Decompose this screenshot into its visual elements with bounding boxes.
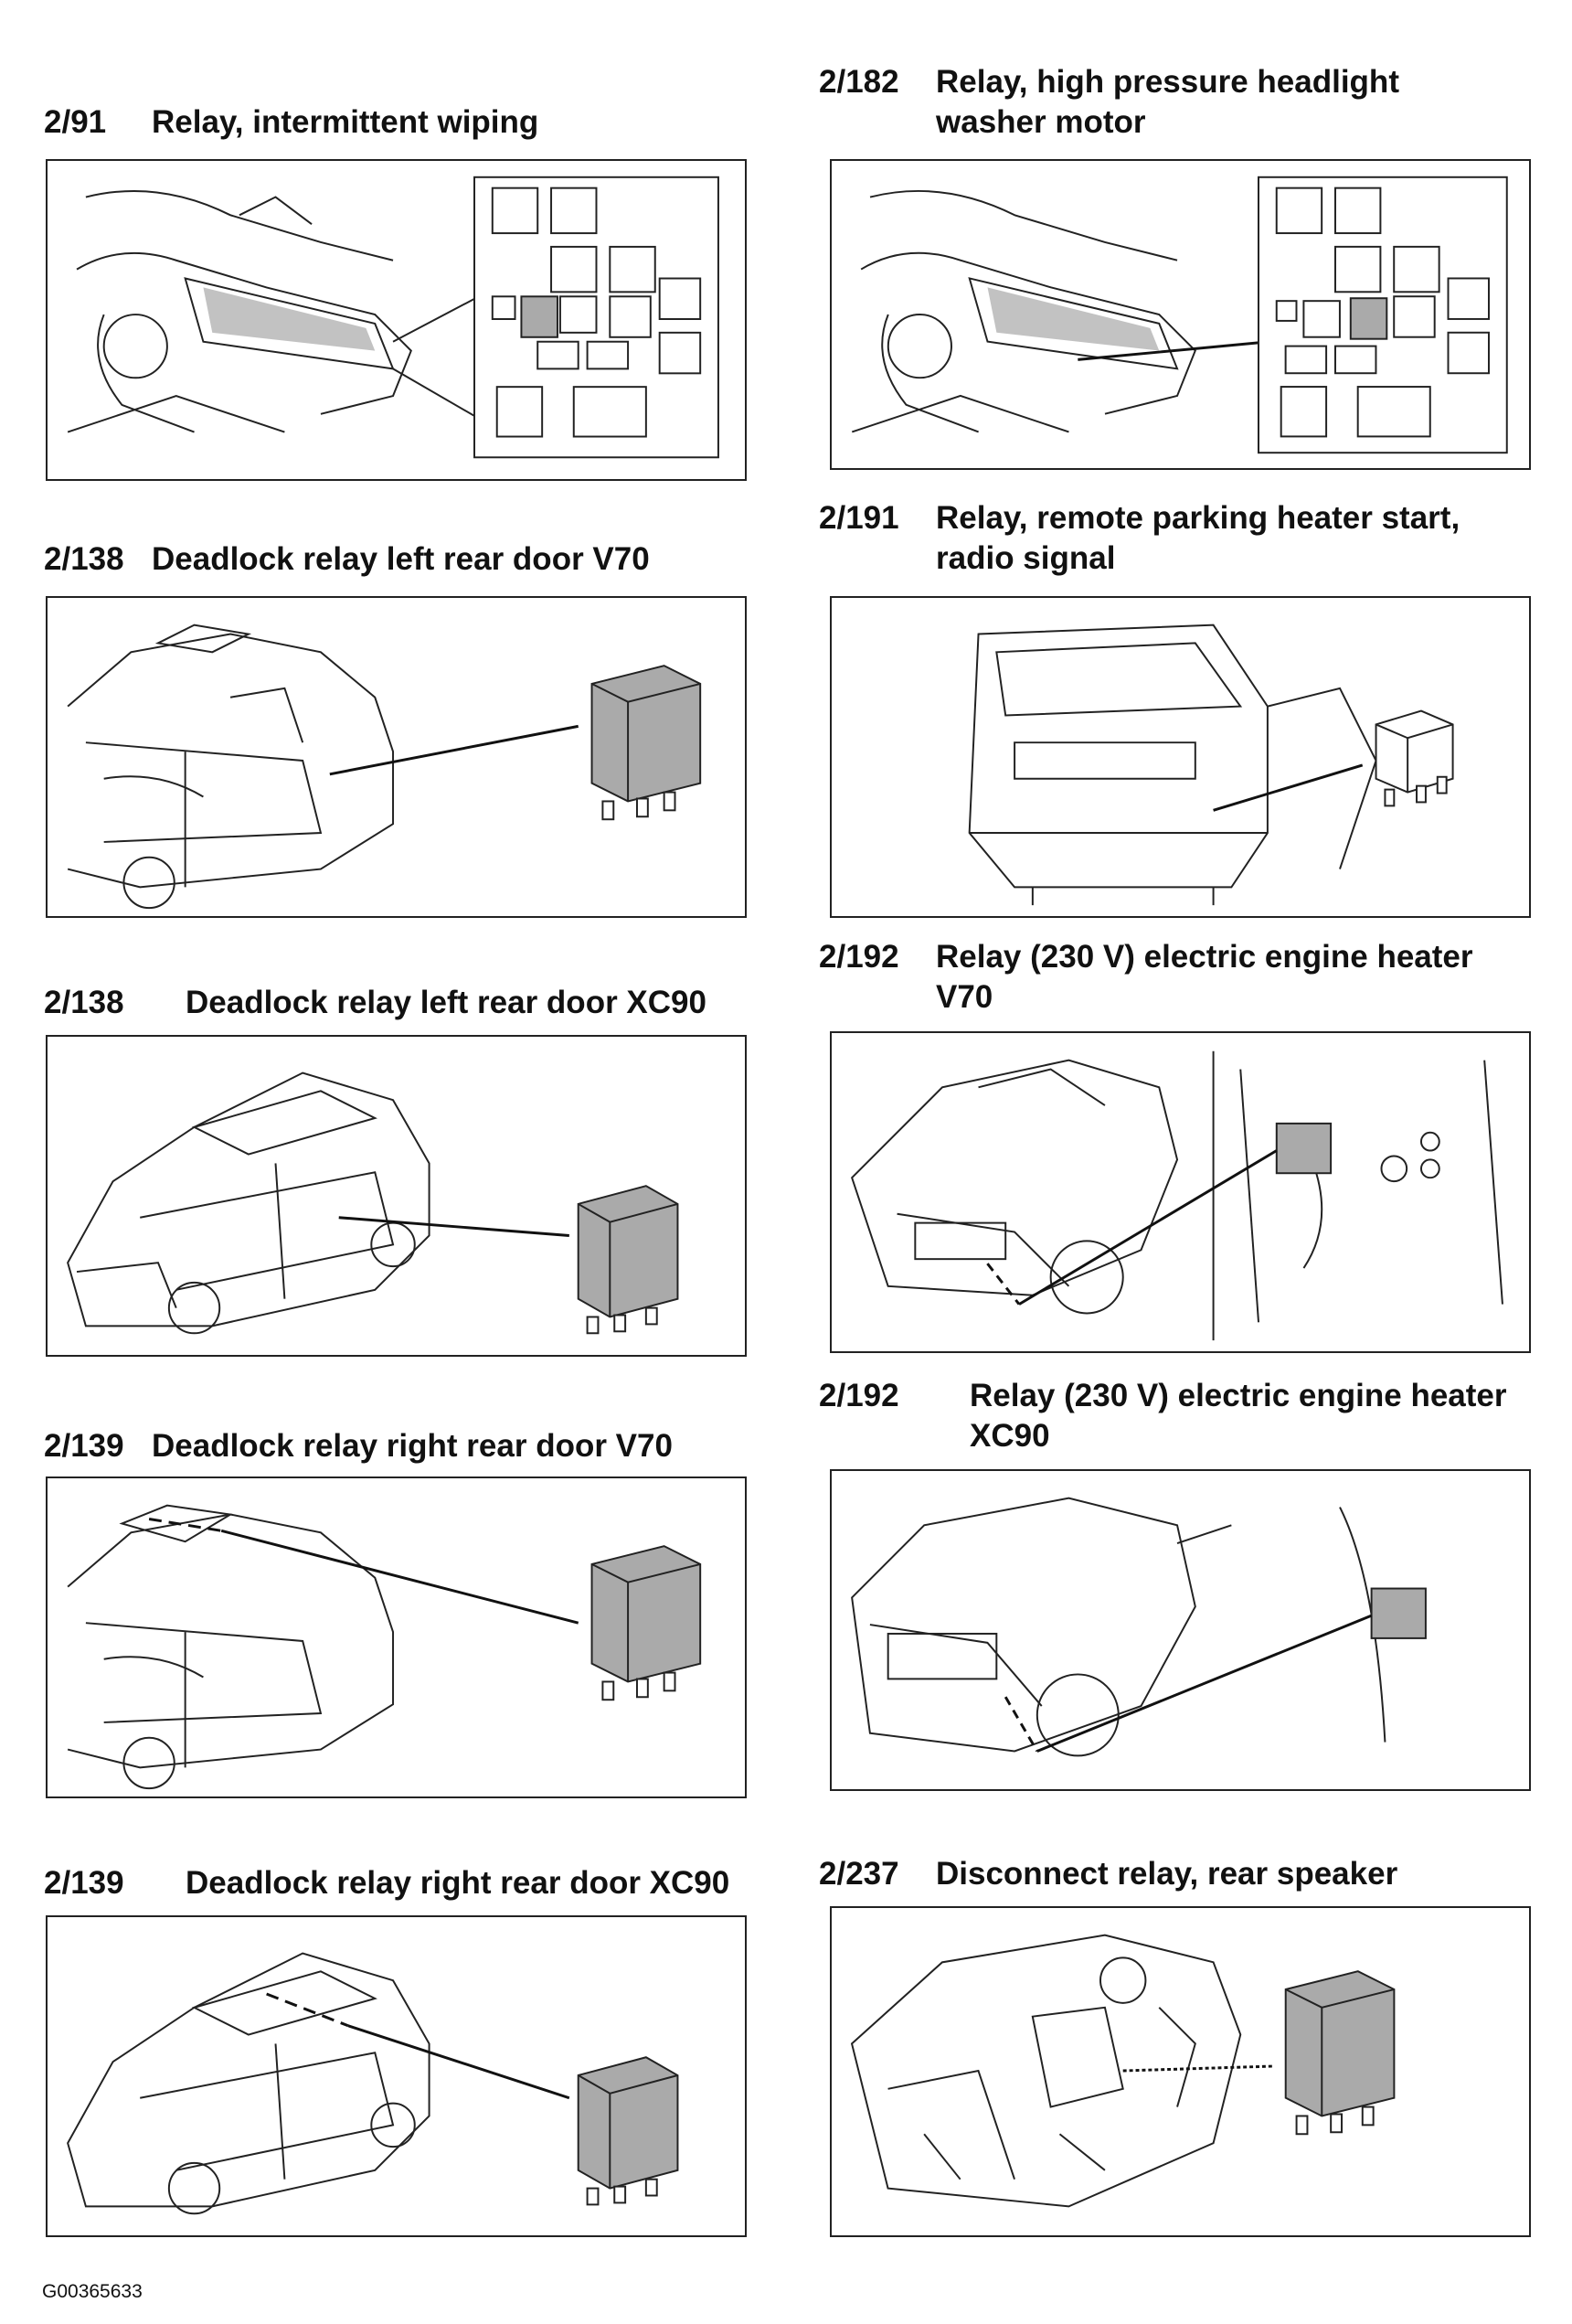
section-title: Deadlock relay left rear door V70 xyxy=(152,541,650,577)
section-number: 2/138 xyxy=(44,541,124,577)
diagram-deadlock-relay-right-rear-xc90 xyxy=(46,1915,747,2237)
section-header-2-191: 2/191 Relay, remote parking heater start… xyxy=(819,498,1550,581)
section-header-2-237: 2/237 Disconnect relay, rear speaker xyxy=(819,1854,1550,1894)
diagram-rear-speaker-disconnect-relay xyxy=(830,1906,1531,2237)
diagram-deadlock-relay-left-rear-xc90 xyxy=(46,1035,747,1357)
section-title-line2: V70 xyxy=(936,979,993,1015)
section-title-line1: Relay, high pressure headlight xyxy=(936,64,1399,100)
section-header-2-192-v70: 2/192 Relay (230 V) electric engine heat… xyxy=(819,937,1550,1019)
xc90-front-heater-illustration xyxy=(851,1497,1427,1757)
section-title: Deadlock relay left rear door XC90 xyxy=(186,985,706,1020)
section-title: Deadlock relay right rear door XC90 xyxy=(186,1865,730,1901)
diagram-headlight-washer-relay xyxy=(830,159,1531,470)
xc90-side-illustration xyxy=(67,1071,679,1335)
engine-bay-fusebox-illustration xyxy=(851,176,1508,454)
section-header-2-91: 2/91 Relay, intermittent wiping xyxy=(44,102,738,143)
diagram-deadlock-relay-right-rear-v70 xyxy=(46,1476,747,1798)
diagram-engine-heater-relay-xc90 xyxy=(830,1469,1531,1791)
section-number: 2/192 xyxy=(819,939,899,975)
document-code: G00365633 xyxy=(42,2281,143,2302)
section-number: 2/91 xyxy=(44,104,107,140)
section-number: 2/138 xyxy=(44,985,124,1020)
section-header-2-139-v70: 2/139 Deadlock relay right rear door V70 xyxy=(44,1426,738,1466)
v70-door-illustration xyxy=(67,624,702,910)
section-title-line1: Relay, remote parking heater start, xyxy=(936,500,1460,536)
section-title: Disconnect relay, rear speaker xyxy=(936,1856,1398,1892)
section-title-line1: Relay (230 V) electric engine heater xyxy=(936,939,1473,975)
diagram-intermittent-wiping-relay xyxy=(46,159,747,481)
section-header-2-138-v70: 2/138 Deadlock relay left rear door V70 xyxy=(44,539,738,580)
section-title: Deadlock relay right rear door V70 xyxy=(152,1428,673,1464)
section-number: 2/139 xyxy=(44,1865,124,1901)
section-number: 2/192 xyxy=(819,1378,899,1413)
section-number: 2/237 xyxy=(819,1856,899,1892)
section-title-line1: Relay (230 V) electric engine heater xyxy=(970,1378,1507,1413)
diagram-engine-heater-relay-v70 xyxy=(830,1031,1531,1353)
v70-front-heater-illustration xyxy=(850,1050,1503,1341)
section-title: Relay, intermittent wiping xyxy=(152,104,539,140)
diagram-parking-heater-relay xyxy=(830,596,1531,918)
section-title-line2: radio signal xyxy=(936,540,1116,576)
diagram-deadlock-relay-left-rear-v70 xyxy=(46,596,747,918)
section-number: 2/191 xyxy=(819,500,899,536)
interior-cutaway-illustration xyxy=(850,1934,1396,2208)
section-header-2-192-xc90: 2/192 Relay (230 V) electric engine heat… xyxy=(819,1376,1550,1458)
v70-rear-illustration xyxy=(968,624,1454,906)
engine-bay-fusebox-illustration xyxy=(67,176,719,459)
section-header-2-139-xc90: 2/139 Deadlock relay right rear door XC9… xyxy=(44,1863,793,1903)
section-title-line2: washer motor xyxy=(936,104,1146,140)
v70-interior-illustration xyxy=(67,1504,702,1790)
xc90-top-illustration xyxy=(67,1952,679,2215)
section-number: 2/182 xyxy=(819,64,899,100)
section-header-2-138-xc90: 2/138 Deadlock relay left rear door XC90 xyxy=(44,983,775,1023)
section-title-line2: XC90 xyxy=(970,1418,1050,1454)
section-header-2-182: 2/182 Relay, high pressure headlight was… xyxy=(819,62,1550,144)
section-number: 2/139 xyxy=(44,1428,124,1464)
